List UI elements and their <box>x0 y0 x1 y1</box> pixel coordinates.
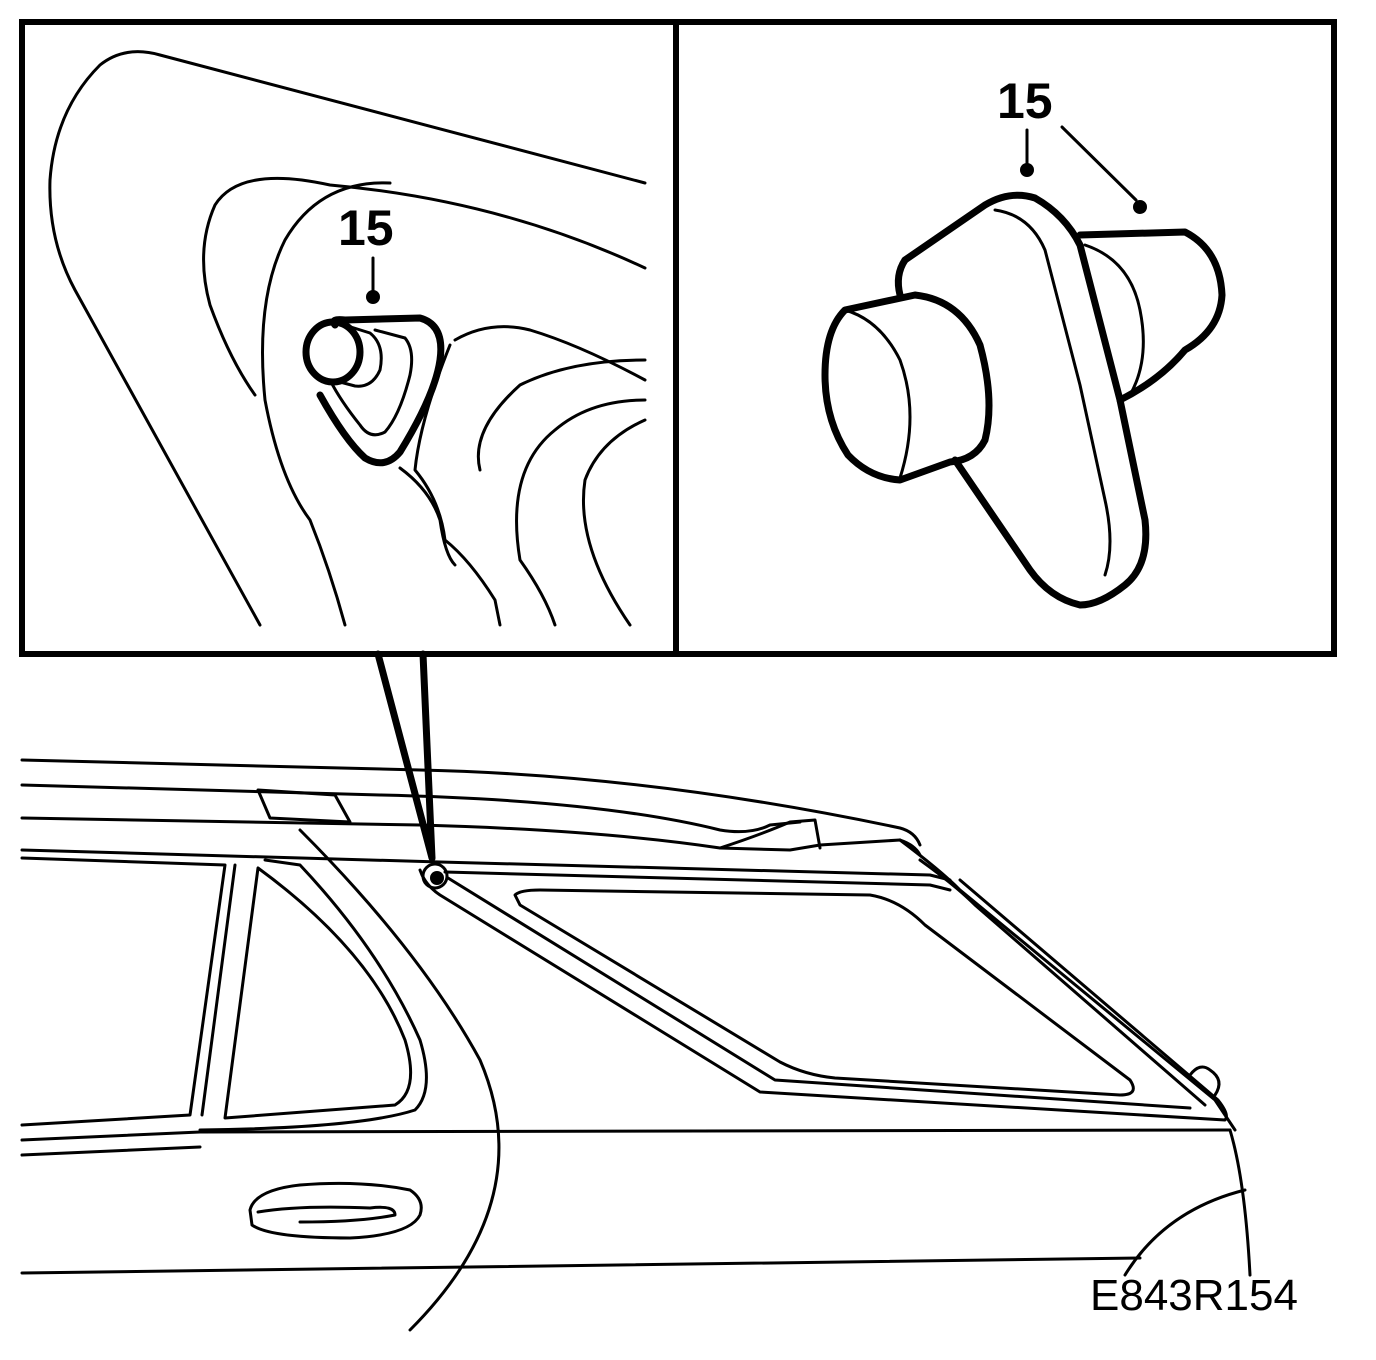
panel-curve <box>261 181 392 627</box>
rear-quarter-edge <box>1228 1128 1252 1277</box>
grommet-location-dot <box>430 871 444 885</box>
trim-contour-1 <box>453 325 647 382</box>
door-handle <box>248 1181 423 1240</box>
rear-door-window-outer <box>20 856 227 1127</box>
grommet-plug-body <box>336 321 383 388</box>
callout-leader-right-2 <box>1060 125 1138 202</box>
grommet-flange-part <box>901 191 1150 609</box>
pillar-outline-outer <box>48 50 647 627</box>
grommet-rear-cylinder <box>1076 228 1226 404</box>
right-inset: 15 <box>673 19 1337 657</box>
roof-rail-cap <box>256 788 352 824</box>
roof-rail-inner <box>20 816 922 857</box>
inset-pointer <box>374 650 436 862</box>
car-overview: E843R154 <box>20 758 1298 1332</box>
grommet-rear-cylinder-inner <box>1083 243 1145 397</box>
roof-line-top <box>20 758 922 847</box>
lower-body-line <box>20 1256 1142 1275</box>
door-handle-recess <box>256 1205 397 1224</box>
callout-dot-left <box>366 290 380 304</box>
left-inset-frame <box>19 19 679 657</box>
rear-wiper-stub <box>1188 1065 1221 1097</box>
callout-dot-right-1 <box>1020 163 1034 177</box>
roof-rail-outer <box>20 783 802 834</box>
trim-contour-5 <box>581 418 647 627</box>
left-inset: 15 <box>19 19 679 657</box>
grommet-flange <box>316 314 445 467</box>
pillar-outline-inner <box>202 176 647 397</box>
trim-contour-4 <box>515 398 647 627</box>
trim-contour-3 <box>476 358 647 472</box>
callout-label-right: 15 <box>997 73 1053 129</box>
quarter-glass-outer <box>198 858 428 1132</box>
grommet-inner-edge <box>328 328 414 437</box>
rear-window-glass <box>513 888 1135 1097</box>
trim-contour-2 <box>413 343 502 627</box>
roof-edge <box>20 848 952 882</box>
quarter-glass-inner <box>223 866 413 1120</box>
grommet-flange-edge <box>993 208 1112 577</box>
grommet-front-cylinder <box>821 291 993 484</box>
roof-edge-2 <box>443 870 952 892</box>
c-pillar-seam <box>298 828 501 1332</box>
rear-window-frame-inner <box>446 876 1192 1110</box>
callout-label-left: 15 <box>338 200 394 256</box>
rear-door-pillar <box>200 863 237 1117</box>
grommet-flange-top <box>894 256 909 299</box>
wheel-arch <box>1123 1188 1247 1277</box>
d-pillar-edge-2 <box>918 858 1207 1107</box>
callout-dot-right-2 <box>1133 200 1147 214</box>
grommet-location-ring <box>421 862 449 890</box>
reference-code: E843R154 <box>1090 1271 1298 1320</box>
belt-line-2 <box>20 1145 202 1157</box>
belt-line <box>20 1128 1232 1142</box>
grommet-front-cylinder-face <box>843 308 912 480</box>
trim-contour-6 <box>398 466 457 567</box>
grommet-plug-end <box>302 318 364 386</box>
right-inset-frame <box>673 19 1337 657</box>
roof-rail-end <box>718 818 822 850</box>
